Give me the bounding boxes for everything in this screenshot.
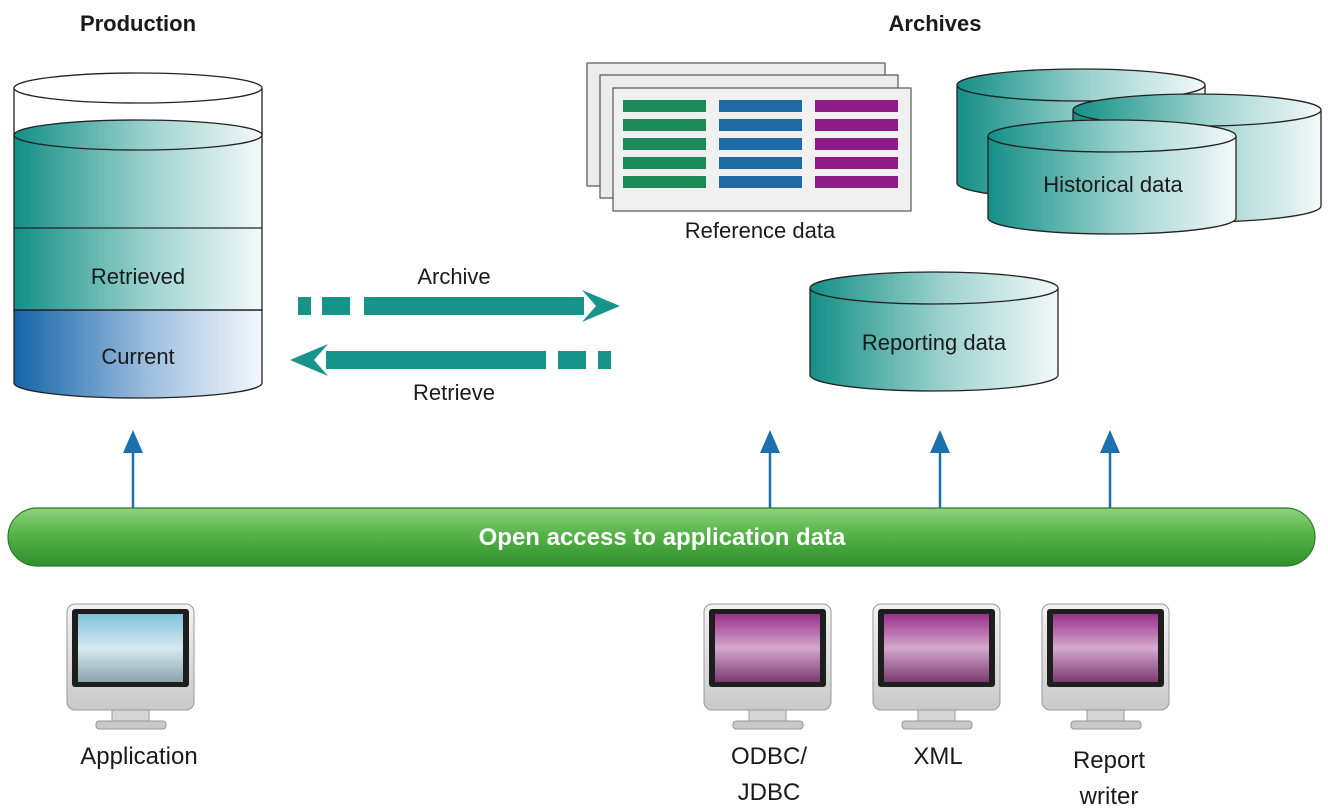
open-access-bar [7,507,1316,567]
report-writer-label-line2: writer [1079,783,1139,810]
reference-grid [623,100,898,188]
reference-data-tables [586,62,912,212]
archives-heading: Archives [889,11,982,36]
odbc-label-line1: ODBC/ [731,743,807,770]
monitor-icon-odbc [703,603,832,730]
access-arrows [123,430,1120,510]
archive-label: Archive [417,264,490,289]
application-label: Application [80,743,197,770]
monitor-icon-report-writer [1041,603,1170,730]
reporting-data-cylinder [809,271,1059,392]
production-database [13,72,263,399]
reference-data-label: Reference data [685,218,836,243]
odbc-label-line2: JDBC [738,779,801,806]
open-access-label: Open access to application data [479,524,846,551]
xml-label: XML [913,743,962,770]
current-label: Current [101,344,174,369]
monitor-icon-xml [872,603,1001,730]
retrieve-arrow [290,344,611,376]
archive-arrow [298,290,620,322]
retrieve-label: Retrieve [413,380,495,405]
reporting-data-label: Reporting data [862,330,1007,355]
current-segment [13,309,263,399]
historical-data-label: Historical data [1043,172,1183,197]
historical-data-cylinders [956,68,1322,235]
retrieved-label: Retrieved [91,264,185,289]
monitor-icon-application [66,603,195,730]
production-heading: Production [80,11,196,36]
report-writer-label-line1: Report [1073,747,1145,774]
